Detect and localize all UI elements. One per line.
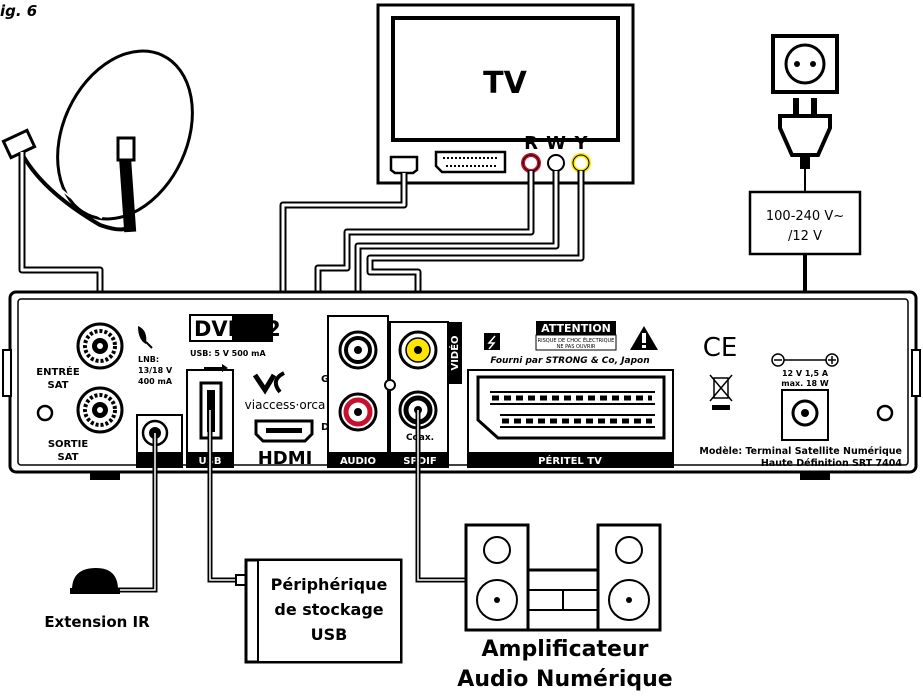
peritel-scart-port: [467, 369, 674, 468]
attention-title: ATTENTION: [541, 322, 611, 335]
attention-sub-2: NE PAS OUVRIR: [557, 344, 596, 350]
weee-bin-icon: [709, 374, 733, 410]
ce-mark: CE: [703, 333, 738, 363]
tv: TV R W Y: [376, 3, 635, 185]
attention-sub-1: RISQUE DE CHOC ÉLECTRIQUE: [538, 336, 615, 344]
dc-polarity-icon: [771, 353, 839, 367]
audio-label: AUDIO: [340, 456, 376, 467]
attention-warning: ATTENTION RISQUE DE CHOC ÉLECTRIQUE NE P…: [484, 321, 658, 351]
peritel-label: PÉRITEL TV: [538, 454, 602, 467]
dc-spec-2: max. 18 W: [781, 379, 829, 388]
dc-power-port: [781, 389, 829, 441]
output-label-2: SAT: [58, 452, 79, 463]
supplier-text: Fourni par STRONG & Co, Japon: [490, 356, 649, 366]
audio-g-label: G: [321, 374, 329, 385]
usb-storage-device: Périphérique de stockage USB: [244, 558, 403, 664]
tv-title: TV: [483, 66, 527, 101]
usb-storage-line-3: USB: [311, 625, 348, 644]
satellite-dish: [1, 49, 194, 233]
model-line-2: Haute Définition SRT 7404: [761, 458, 903, 469]
viaccess-text: viaccess·orca: [245, 398, 326, 412]
lnb-label-2: 13/18 V: [138, 366, 173, 375]
dc-spec-1: 12 V 1,5 A: [782, 369, 829, 378]
usb-spec: USB: 5 V 500 mA: [190, 349, 266, 358]
viaccess-logo: [252, 371, 285, 395]
lnb-label-1: LNB:: [138, 355, 159, 364]
amplifier-line-1: Amplificateur: [482, 637, 649, 662]
tv-rca-w-label: W: [546, 133, 566, 154]
lnb-dish-icon: [138, 326, 153, 349]
audio-ports: [327, 315, 389, 468]
input-label-1: ENTRÉE: [36, 365, 80, 378]
amplifier-line-2: Audio Numérique: [457, 667, 672, 692]
ir-extension-label: Extension IR: [44, 613, 150, 631]
usb-storage-line-1: Périphérique: [271, 575, 388, 594]
model-line-1: Modèle: Terminal Satellite Numérique: [699, 446, 902, 457]
hdmi-port: [254, 419, 314, 443]
amplifier-stereo: [464, 523, 662, 632]
usb-icon: [204, 364, 228, 372]
usb-storage-line-2: de stockage: [274, 600, 383, 619]
audio-d-label: D: [321, 422, 329, 433]
ir-extension-sensor: [70, 568, 120, 594]
dvb-s2-logo: DVB S2: [189, 314, 281, 342]
input-label-2: SAT: [48, 380, 69, 391]
tv-rca-y-label: Y: [573, 133, 588, 154]
tv-rca-r-label: R: [524, 133, 538, 154]
sat-output-connector: [76, 386, 124, 434]
video-spdif-ports: [384, 321, 462, 468]
power-plug: [778, 98, 832, 169]
ir-port: [136, 414, 183, 468]
video-label: VIDÉO: [448, 335, 461, 370]
psu-line-1: 100-240 V~: [766, 209, 844, 224]
psu-line-2: /12 V: [788, 229, 822, 244]
hdmi-logo: HDMI: [258, 448, 313, 469]
sat-input-connector: [76, 322, 124, 370]
figure-label: ig. 6: [0, 2, 37, 20]
lnb-label-3: 400 mA: [138, 377, 173, 386]
wall-outlet: [771, 34, 839, 94]
output-label-1: SORTIE: [48, 439, 88, 450]
power-supply: 100-240 V~ /12 V: [748, 190, 862, 256]
dvb-logo-text: DVB S2: [194, 317, 281, 341]
